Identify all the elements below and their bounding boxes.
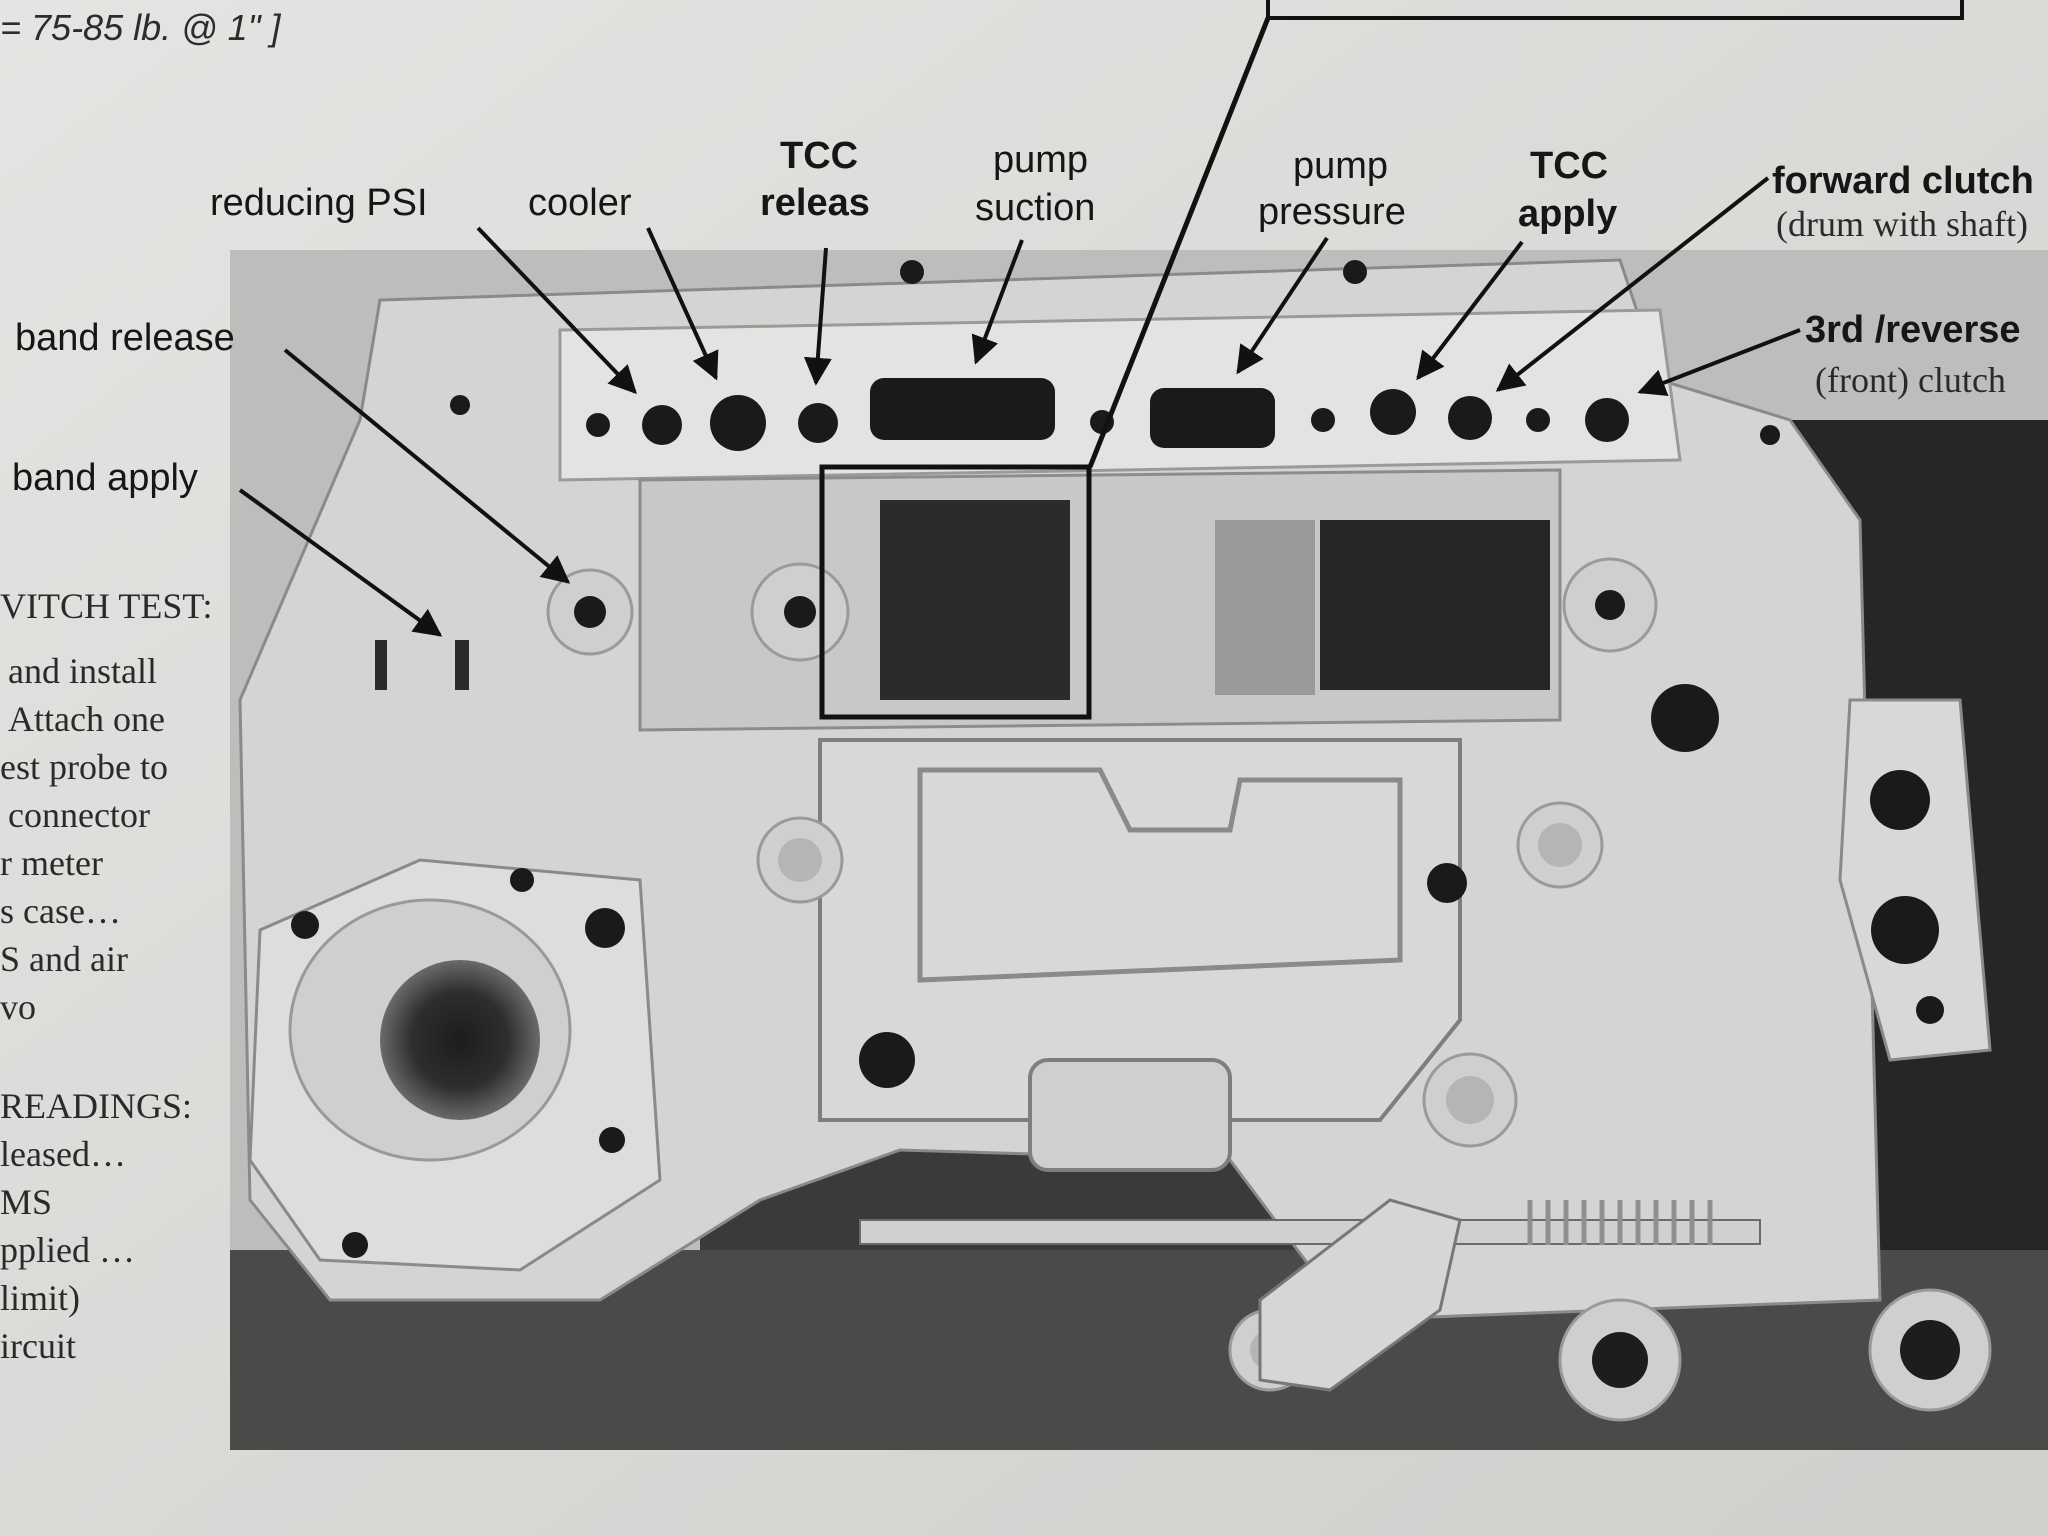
detent-spring <box>1527 1200 1713 1245</box>
side-text-line: ircuit <box>0 1326 76 1366</box>
arrow-tcc-release <box>803 247 832 386</box>
side-text-line: vo <box>0 987 36 1027</box>
label-pump-suction-line2: suction <box>975 187 1095 229</box>
label-forward-clutch-line2: (drum with shaft) <box>1776 204 2028 244</box>
label-pump-pressure-line2: pressure <box>1258 191 1406 233</box>
side-text-line: s case… <box>0 891 121 931</box>
port-forward-clutch <box>1448 396 1492 440</box>
side-text-line: VITCH TEST: <box>0 586 213 626</box>
port-tcc-apply <box>1370 389 1416 435</box>
label-third-reverse-line2: (front) clutch <box>1815 360 2006 400</box>
arrow-third-reverse <box>1637 328 1801 396</box>
side-text-line: READINGS: <box>0 1086 192 1126</box>
arrow-pump-pressure <box>1236 236 1329 375</box>
side-text-line: r meter <box>0 843 103 883</box>
label-tcc-release-line2: releas <box>760 182 870 224</box>
arrow-tcc-apply <box>1416 240 1524 381</box>
port-cooler <box>710 395 766 451</box>
port-pump-pressure <box>1150 388 1275 448</box>
side-text-line: connector <box>8 795 150 835</box>
side-text-line: Attach one <box>8 699 165 739</box>
port-small-3 <box>1311 408 1335 432</box>
label-pump-pressure-line1: pump <box>1293 145 1388 187</box>
label-third-reverse-line1: 3rd /reverse <box>1805 309 2021 351</box>
valve-body-photo <box>230 250 2048 1450</box>
solenoid-highlight-box <box>819 464 1092 720</box>
label-tcc-release-line1: TCC <box>780 135 858 177</box>
arrow-band-release <box>283 348 571 584</box>
arrow-forward-clutch <box>1495 176 1770 392</box>
side-text-line: and install <box>8 651 157 691</box>
label-forward-clutch-line1: forward clutch <box>1772 160 2034 202</box>
port-pump-suction <box>870 378 1055 440</box>
side-text-line: S and air <box>0 939 128 979</box>
label-tcc-apply-line2: apply <box>1518 193 1617 235</box>
arrow-band-apply <box>238 488 443 637</box>
label-band-release: band release <box>15 317 235 359</box>
callout-box-edge <box>1266 0 1964 20</box>
side-text-line: MS <box>0 1182 52 1222</box>
callout-leader-line <box>1087 17 1271 468</box>
label-cooler: cooler <box>528 182 632 224</box>
port-band-apply <box>455 640 469 690</box>
spec-text: = 75-85 lb. @ 1" ] <box>0 7 281 48</box>
port-third-reverse <box>1585 398 1629 442</box>
side-text-line: pplied … <box>0 1230 135 1270</box>
arrow-pump-suction <box>971 239 1024 365</box>
callout-arrows <box>238 176 1801 637</box>
label-reducing-psi: reducing PSI <box>210 182 428 224</box>
port-reducing-psi <box>642 405 682 445</box>
port-tcc-release <box>798 403 838 443</box>
label-pump-suction-line1: pump <box>993 139 1088 181</box>
bore-hole <box>380 960 540 1120</box>
label-band-apply: band apply <box>12 457 198 499</box>
side-text-line: limit) <box>0 1278 80 1318</box>
arrow-cooler <box>646 227 719 381</box>
port-band-release <box>574 596 606 628</box>
side-text-line: leased… <box>0 1134 126 1174</box>
side-text-column: VITCH TEST: and install Attach one est p… <box>0 586 213 1366</box>
side-text-line: est probe to <box>0 747 168 787</box>
label-tcc-apply-line1: TCC <box>1530 145 1608 187</box>
arrow-reducing-psi <box>476 226 637 395</box>
port-small-4 <box>1526 408 1550 432</box>
port-small-1 <box>586 413 610 437</box>
